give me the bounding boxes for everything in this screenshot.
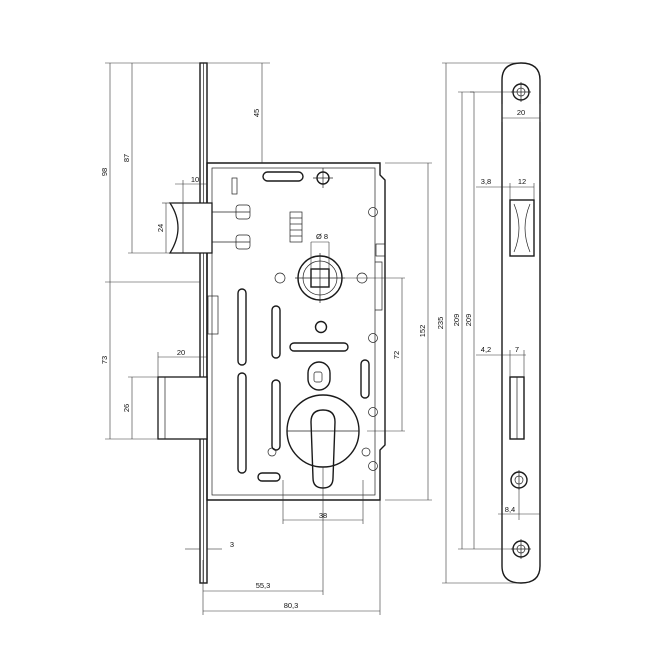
dim-3-8: 3,8: [481, 177, 491, 186]
dim-7: 7: [515, 345, 519, 354]
dim-diameter-8: Ø 8: [316, 232, 328, 241]
dim-38: 38: [319, 511, 327, 520]
dim-209-a: 209: [452, 314, 461, 327]
dim-8-4: 8,4: [505, 505, 515, 514]
dim-26: 26: [122, 404, 131, 412]
lock-case: [206, 162, 386, 501]
dim-4-2: 4,2: [481, 345, 491, 354]
latch-opening: [509, 199, 535, 257]
dim-73: 73: [100, 356, 109, 364]
dim-72: 72: [392, 351, 401, 359]
top-slot: [262, 171, 304, 182]
dimension-labels-left: 98 87 45 10 24 73 20 26 Ø 8 72 152 38 3 …: [100, 109, 427, 610]
dim-12: 12: [518, 177, 526, 186]
dim-87: 87: [122, 154, 131, 162]
dim-24: 24: [156, 224, 165, 232]
dim-98: 98: [100, 168, 109, 176]
lock-body-side-view: [157, 62, 386, 584]
dim-209-b: 209: [464, 314, 473, 327]
dim-10: 10: [191, 175, 199, 184]
dim-45: 45: [252, 109, 261, 117]
dim-3: 3: [230, 540, 234, 549]
dim-55-3: 55,3: [256, 581, 271, 590]
dim-20-right: 20: [517, 108, 525, 117]
faceplate-outline: [501, 62, 541, 584]
dimension-lines-right: [442, 62, 541, 584]
dim-20-left: 20: [177, 348, 185, 357]
dimension-labels-right: 235 209 209 20 3,8 12 4,2 7 8,4: [436, 108, 526, 514]
dimension-lines-left: [105, 62, 432, 615]
dim-152: 152: [418, 325, 427, 338]
dead-bolt: [157, 376, 208, 440]
dim-80-3: 80,3: [284, 601, 299, 610]
keyhole: [310, 409, 336, 489]
dim-235: 235: [436, 317, 445, 330]
latch-bolt: [168, 202, 213, 254]
